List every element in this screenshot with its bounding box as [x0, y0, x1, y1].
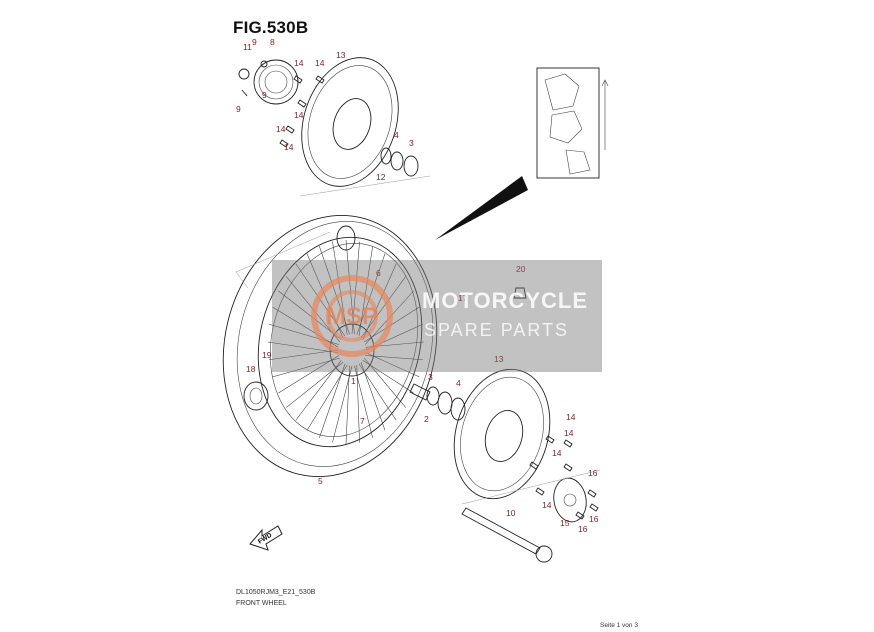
callout-1: 1	[351, 376, 356, 386]
spoke	[332, 241, 348, 336]
callout-14: 14	[294, 58, 304, 68]
callout-6: 6	[376, 268, 381, 278]
spoke	[295, 360, 342, 421]
callout-14: 14	[276, 124, 286, 134]
callout-16: 16	[588, 468, 598, 478]
callout-15: 15	[560, 518, 570, 528]
fwd-arrow-icon: FWD	[249, 525, 283, 551]
callout-17: 17	[458, 293, 468, 303]
bearing-parts-bottom	[409, 383, 466, 421]
spoke	[306, 364, 348, 431]
callout-20: 20	[516, 264, 526, 274]
callout-18: 18	[246, 364, 256, 374]
spoke	[278, 290, 342, 340]
spoke	[332, 365, 353, 443]
spoke	[365, 352, 420, 378]
callout-2: 2	[424, 414, 429, 424]
spoke	[362, 263, 397, 340]
callout-4: 4	[456, 378, 461, 388]
watermark-logo-text: MSP	[326, 303, 378, 330]
callout-4: 4	[394, 130, 399, 140]
callout-14: 14	[542, 500, 552, 510]
front-brake-disc-top	[301, 57, 399, 187]
figure-caption: FRONT WHEEL	[236, 600, 287, 607]
spoke	[272, 357, 340, 378]
figure-title: FIG.530B	[233, 18, 309, 37]
spoke	[358, 246, 373, 337]
callout-13: 13	[494, 354, 504, 364]
callout-7: 7	[360, 416, 365, 426]
speed-sensor-ring-part	[238, 59, 299, 105]
spoke	[319, 363, 346, 438]
construction-lines	[235, 175, 601, 505]
callout-14: 14	[315, 58, 325, 68]
bearing-parts-top	[380, 147, 419, 177]
watermark-line1: MOTORCYCLE	[422, 288, 589, 313]
spoke	[360, 362, 386, 431]
spoke	[267, 341, 339, 354]
spoke	[269, 349, 339, 360]
watermark-logo: MSP	[311, 275, 393, 357]
spoke	[363, 357, 406, 408]
watermark-overlay: MSP MOTORCYCLE SPARE PARTS	[272, 260, 602, 372]
callout-11: 11	[243, 42, 252, 52]
callout-3: 3	[409, 138, 414, 148]
callout-14: 14	[294, 110, 304, 120]
valve-part	[513, 287, 527, 299]
page-indicator: Seite 1 von 3	[600, 622, 638, 629]
spoke	[356, 253, 386, 336]
spoke	[306, 253, 344, 338]
callout-9: 9	[262, 90, 267, 100]
front-axle-part	[461, 507, 553, 563]
spoke	[360, 276, 406, 338]
callout-3: 3	[428, 372, 433, 382]
front-brake-disc-bottom	[453, 368, 551, 500]
bolt-parts-bottom	[529, 435, 599, 520]
callout-8: 8	[270, 37, 275, 47]
model-code: DL1050RJM3_E21_530B	[236, 589, 316, 596]
callout-13: 13	[336, 50, 346, 60]
spoke	[286, 362, 344, 408]
callout-10: 10	[506, 508, 516, 518]
callout-16: 16	[589, 514, 599, 524]
callout-5: 5	[318, 476, 323, 486]
spoke	[358, 363, 397, 421]
tyre-tread-inset	[536, 67, 609, 179]
spoke	[356, 365, 360, 443]
callout-9: 9	[252, 37, 257, 47]
spoke	[351, 241, 360, 335]
spoke	[362, 360, 414, 394]
inset-pointer	[435, 176, 528, 240]
callout-14: 14	[566, 412, 576, 422]
valve-cap-part	[243, 381, 269, 411]
watermark-line2: SPARE PARTS	[424, 320, 570, 340]
callout-9: 9	[236, 104, 241, 114]
callout-14: 14	[284, 142, 294, 152]
callout-12: 12	[376, 172, 386, 182]
callout-16: 16	[578, 524, 588, 534]
callout-14: 14	[564, 428, 574, 438]
spoke	[365, 355, 423, 360]
callout-19: 19	[262, 350, 272, 360]
spoke	[278, 355, 339, 394]
callout-14: 14	[552, 448, 562, 458]
front-wheel-assembly	[222, 214, 438, 478]
wheel-spokes	[267, 239, 425, 445]
bolt-parts-top	[279, 75, 325, 148]
spoke	[272, 306, 339, 348]
